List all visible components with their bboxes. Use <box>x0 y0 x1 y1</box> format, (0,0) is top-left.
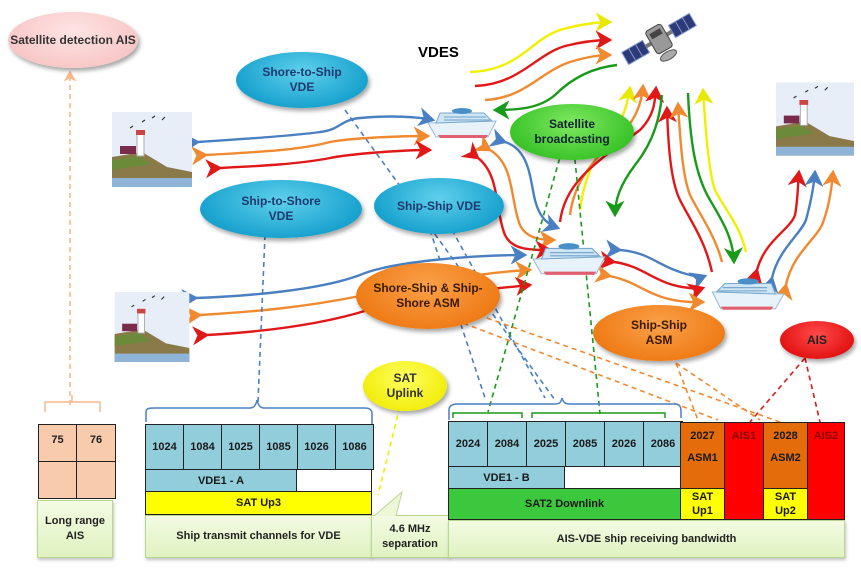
label-long-range-ais: Long range AIS <box>37 500 113 558</box>
label-separation: 4.6 MHz separation <box>371 515 449 558</box>
channel-2025: 2025 <box>526 421 566 467</box>
channel-1084: 1084 <box>183 424 222 470</box>
channel-1026: 1026 <box>297 424 336 470</box>
node-satellite-broadcasting: Satellite broadcasting <box>510 104 634 160</box>
brace-green-b <box>531 412 666 418</box>
channel-1024: 1024 <box>145 424 184 470</box>
brace-green-a <box>452 412 523 418</box>
channel-ais1: AIS1 <box>724 422 764 520</box>
dash-satbroad-a <box>487 149 563 413</box>
brace-ship-transmit <box>145 399 373 424</box>
node-ais: AIS <box>780 321 854 359</box>
asm1-label: ASM1 <box>687 452 718 464</box>
diagram-title: VDES <box>418 44 459 61</box>
arrow-green-sat-ship3 <box>686 92 743 265</box>
channel-2084: 2084 <box>487 421 527 467</box>
channel-2026: 2026 <box>604 421 644 467</box>
ship-icon-1 <box>427 108 497 138</box>
channel-empty-a <box>38 461 77 499</box>
vde1-b-bar: VDE1 - B <box>448 466 565 489</box>
arrow-orange-ship3-shore <box>773 169 842 302</box>
channel-1085: 1085 <box>259 424 298 470</box>
arrow-orange-ship2-ship3 <box>593 263 706 312</box>
node-shore-to-ship-vde: Shore-to-Ship VDE <box>236 52 368 108</box>
dash-satbroad-b <box>573 149 601 415</box>
ship-icon-3 <box>711 278 785 310</box>
separation-callout-pointer <box>373 490 403 517</box>
channel-76: 76 <box>76 424 116 462</box>
dash-shipship-vde-a <box>429 229 486 399</box>
vde1-a-blank <box>296 469 372 492</box>
vde1-a-bar: VDE1 - A <box>145 469 297 492</box>
asm2-label: ASM2 <box>770 452 801 464</box>
dash-ais-a <box>749 357 806 423</box>
dash-ais-b <box>804 357 821 423</box>
channel-1025: 1025 <box>221 424 260 470</box>
brace-long-range <box>44 395 101 412</box>
arrow-orange-ship3-sat <box>669 101 724 263</box>
lighthouse-icon-bottom <box>114 292 190 362</box>
channel-2085: 2085 <box>565 421 605 467</box>
channel-2028-number: 2028 <box>773 430 798 442</box>
channel-2027-number: 2027 <box>690 430 715 442</box>
lighthouse-icon-top <box>112 112 192 187</box>
dash-shipasm-b <box>675 362 761 421</box>
node-shore-ship-asm: Shore-Ship & Ship-Shore ASM <box>356 263 500 329</box>
channel-2028-asm2: 2028 ASM2 <box>763 422 808 489</box>
arrow-red-ship1-ship2 <box>460 141 553 260</box>
node-ship-ship-vde: Ship-Ship VDE <box>374 178 504 234</box>
channel-ais2: AIS2 <box>807 422 845 520</box>
node-sat-uplink: SAT Uplink <box>363 361 447 411</box>
label-ship-transmit: Ship transmit channels for VDE <box>145 515 372 558</box>
label-ship-receive: AIS-VDE ship receiving bandwidth <box>448 520 845 558</box>
channel-2086: 2086 <box>643 421 683 467</box>
arrow-red-shore-ship1 <box>205 140 433 179</box>
ship-icon-2 <box>532 243 606 275</box>
channel-2024: 2024 <box>448 421 488 467</box>
lighthouse-icon-right <box>776 82 854 156</box>
dash-asm-b <box>469 311 781 423</box>
arrow-blue-shore-ship1 <box>183 107 436 153</box>
channel-75: 75 <box>38 424 77 462</box>
node-satellite-detection-ais: Satellite detection AIS <box>8 12 138 68</box>
channel-1086: 1086 <box>335 424 374 470</box>
arrow-green-sat-ship2 <box>605 94 664 218</box>
arrow-blue-ship2-ship3 <box>604 239 708 291</box>
satellite-icon <box>621 12 697 66</box>
arrow-yellow-ship3-sat <box>694 87 748 253</box>
sat-up1-cell: SAT Up1 <box>680 488 725 520</box>
arrow-yellow-ship1-sat <box>469 12 613 74</box>
dash-satuplink <box>377 397 403 496</box>
arrow-green-sat-ship1 <box>492 63 618 120</box>
dash-shipasm-a <box>675 362 699 421</box>
channel-empty-b <box>76 461 116 499</box>
arrow-orange-ship1-sat <box>484 45 613 102</box>
vde1-b-blank <box>564 466 681 489</box>
arrow-red-ship3-shore <box>744 169 807 287</box>
sat2-downlink-bar: SAT2 Downlink <box>448 488 681 520</box>
node-ship-to-shore-vde: Ship-to-Shore VDE <box>200 180 362 238</box>
brace-ship-receive <box>448 397 682 420</box>
node-ship-ship-asm: Ship-Ship ASM <box>593 305 725 361</box>
sat-up2-cell: SAT Up2 <box>763 488 808 520</box>
sat-up3-bar: SAT Up3 <box>145 491 372 515</box>
channel-2027-asm1: 2027 ASM1 <box>680 422 725 489</box>
dash-shiptoshore-vde <box>257 234 266 403</box>
arrow-red-ship1-sat <box>474 30 613 88</box>
